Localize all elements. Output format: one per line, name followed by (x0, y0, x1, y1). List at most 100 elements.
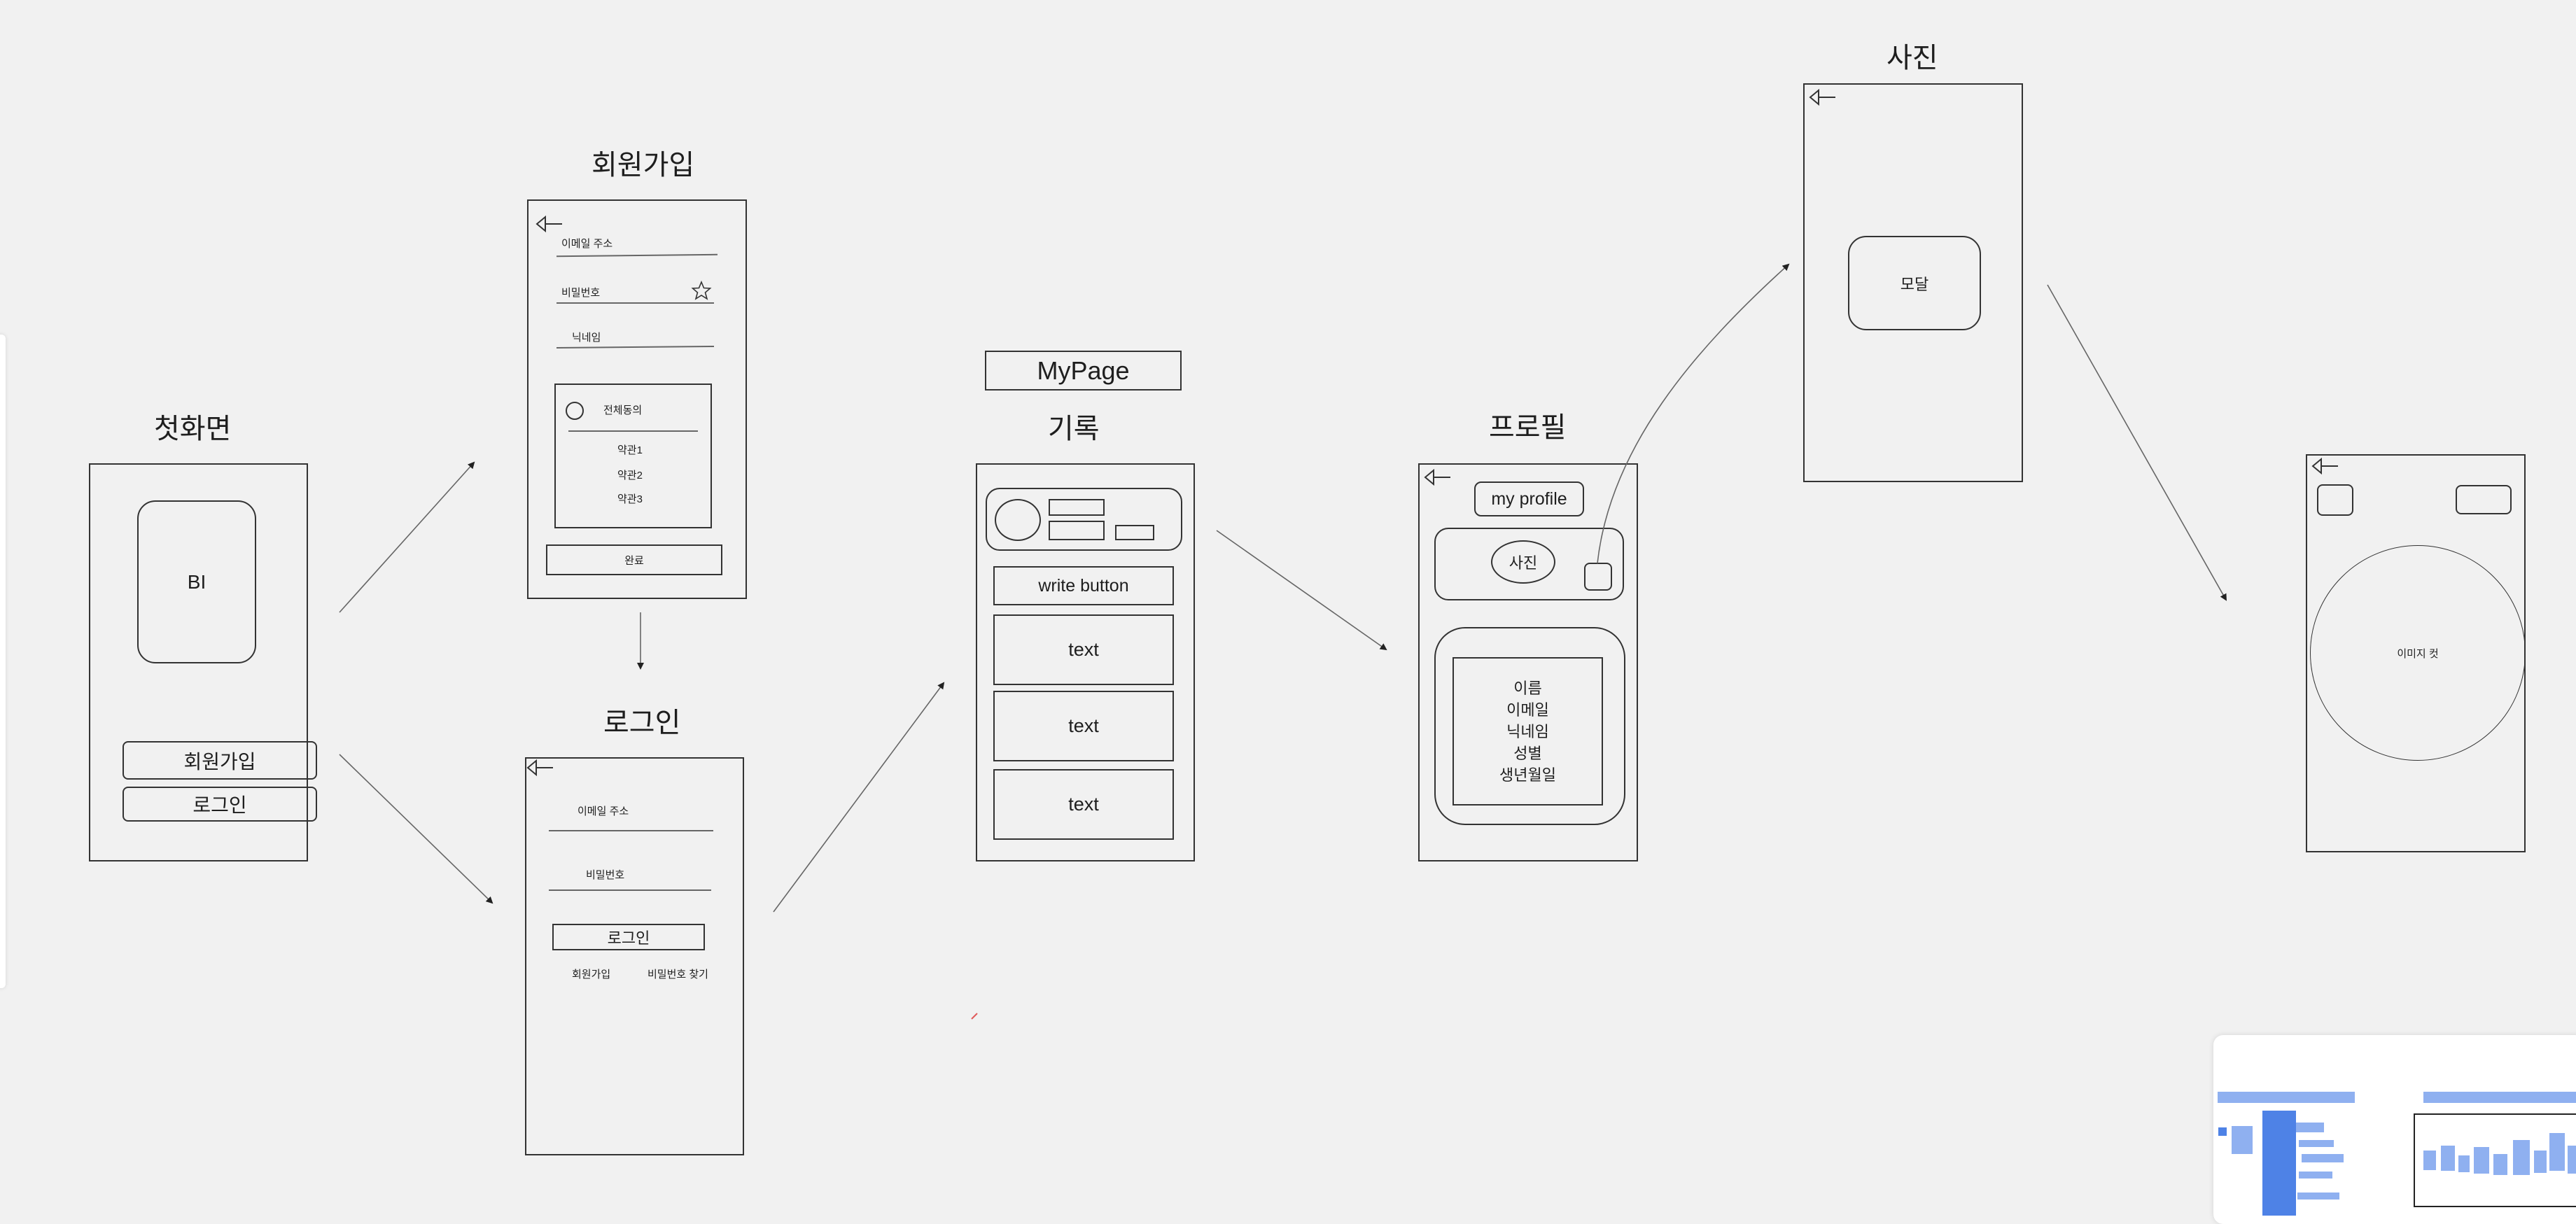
crop-screen-frame[interactable]: 이미지 컷 (2306, 454, 2526, 852)
minimap-node-2 (2232, 1126, 2253, 1154)
minimap-node-9 (2423, 1151, 2436, 1170)
info-field-nickname: 닉네임 (1506, 722, 1549, 740)
minimap-node-6 (2302, 1154, 2344, 1162)
back-arrow-icon[interactable] (1424, 468, 1452, 486)
minimap-node-8 (2297, 1193, 2339, 1200)
agree-all-label[interactable]: 전체동의 (603, 405, 643, 416)
login-submit-button[interactable]: 로그인 (552, 924, 705, 950)
find-password-link[interactable]: 비밀번호 찾기 (648, 969, 708, 980)
photo-screen-title: 사진 (1886, 43, 1938, 73)
minimap-node-17 (2568, 1146, 2576, 1174)
info-field-birthdate: 생년월일 (1499, 766, 1556, 784)
photo-screen-frame[interactable]: 모달 (1803, 83, 2023, 482)
info-field-email: 이메일 (1506, 701, 1549, 719)
profile-screen-title: 프로필 (1489, 412, 1567, 443)
bi-logo-box[interactable]: BI (137, 500, 256, 663)
first-screen-title: 첫화면 (154, 414, 232, 444)
signup-done-button[interactable]: 완료 (546, 544, 722, 575)
signup-nickname-label: 닉네임 (572, 332, 601, 344)
profile-photo-label: 사진 (1508, 554, 1538, 572)
minimap-node-10 (2441, 1146, 2455, 1171)
my-profile-label: my profile (1491, 488, 1567, 509)
record-item-1[interactable]: text (993, 614, 1174, 685)
arrow-record-to-profile[interactable] (1216, 530, 1387, 651)
back-arrow-icon[interactable] (1809, 88, 1837, 106)
photo-modal[interactable]: 모달 (1848, 236, 1981, 330)
write-button[interactable]: write button (993, 566, 1174, 605)
record-screen-title: 기록 (1048, 414, 1100, 444)
record-item-2[interactable]: text (993, 691, 1174, 761)
minimap-panel[interactable] (2213, 1035, 2576, 1224)
first-screen-frame[interactable]: BI 회원가입 로그인 (89, 463, 317, 861)
login-screen-frame[interactable]: 이메일 주소 비밀번호 로그인 회원가입 비밀번호 찾기 (525, 757, 744, 1155)
record-profile-card[interactable] (986, 488, 1182, 551)
profile-photo-oval[interactable]: 사진 (1491, 540, 1555, 584)
minimap-band-1 (2218, 1092, 2355, 1103)
crop-confirm-button[interactable] (2456, 485, 2512, 514)
record-item-3[interactable]: text (993, 769, 1174, 840)
signup-screen-frame[interactable]: 이메일 주소 비밀번호 닉네임 전체동의 약관1 약관2 약관3 완료 (527, 199, 747, 599)
first-signup-button[interactable]: 회원가입 (122, 741, 317, 780)
my-profile-button[interactable]: my profile (1474, 481, 1584, 516)
login-password-underline[interactable] (549, 889, 711, 891)
profile-info-placeholder-2 (1049, 521, 1105, 540)
signup-email-label: 이메일 주소 (561, 238, 613, 250)
signup-screen-title: 회원가입 (592, 150, 695, 181)
star-icon[interactable] (691, 281, 712, 300)
signup-password-label: 비밀번호 (561, 287, 601, 299)
left-side-panel[interactable] (0, 335, 6, 988)
first-login-label: 로그인 (192, 794, 247, 816)
terms-item-2[interactable]: 약관2 (617, 470, 643, 481)
back-arrow-icon[interactable] (536, 215, 564, 233)
photo-edit-button[interactable] (1584, 563, 1612, 591)
login-email-label: 이메일 주소 (578, 806, 629, 817)
write-button-label: write button (1038, 575, 1129, 596)
profile-photo-card[interactable]: 사진 (1434, 528, 1624, 600)
record-item-text: text (1068, 639, 1099, 660)
signup-done-label: 완료 (624, 554, 644, 567)
crop-label: 이미지 컷 (2397, 647, 2439, 660)
first-login-button[interactable]: 로그인 (122, 787, 317, 822)
back-arrow-icon[interactable] (526, 759, 554, 777)
record-item-text: text (1068, 794, 1099, 815)
bi-logo-text: BI (187, 570, 206, 593)
record-screen-frame[interactable]: write button text text text (976, 463, 1195, 861)
minimap-node-12 (2474, 1147, 2489, 1174)
minimap-node-3 (2262, 1111, 2296, 1216)
avatar (995, 499, 1041, 541)
minimap-band-2 (2423, 1092, 2576, 1103)
minimap-node-4 (2296, 1123, 2324, 1132)
signup-nickname-underline[interactable] (556, 346, 715, 349)
info-field-gender: 성별 (1513, 744, 1542, 762)
profile-info-card: 이름 이메일 닉네임 성별 생년월일 (1434, 627, 1625, 825)
record-item-text: text (1068, 715, 1099, 736)
radio-circle-icon[interactable] (566, 402, 584, 420)
profile-screen-frame[interactable]: my profile 사진 이름 이메일 닉네임 성별 생년월일 (1418, 463, 1638, 861)
minimap-node-16 (2549, 1133, 2565, 1171)
minimap-node-7 (2299, 1172, 2332, 1179)
photo-modal-label: 모달 (1900, 275, 1929, 293)
mypage-label-box[interactable]: MyPage (985, 351, 1182, 391)
terms-item-1[interactable]: 약관1 (617, 444, 643, 456)
login-screen-title: 로그인 (603, 708, 681, 738)
arrow-photo-to-crop[interactable] (2047, 284, 2227, 601)
login-signup-link[interactable]: 회원가입 (572, 969, 611, 980)
minimap-viewport[interactable] (2414, 1113, 2576, 1207)
back-arrow-icon[interactable] (2311, 457, 2339, 475)
profile-info-placeholder-3 (1115, 525, 1154, 540)
login-email-underline[interactable] (549, 830, 713, 831)
crop-circle-area[interactable]: 이미지 컷 (2310, 545, 2526, 761)
arrow-first-to-signup[interactable] (339, 461, 475, 613)
signup-email-underline[interactable] (556, 253, 718, 258)
crop-cancel-button[interactable] (2317, 484, 2353, 516)
login-password-label: 비밀번호 (586, 869, 625, 881)
minimap-node-15 (2534, 1151, 2547, 1173)
terms-item-3[interactable]: 약관3 (617, 493, 643, 505)
info-field-name: 이름 (1513, 679, 1542, 697)
arrow-first-to-login[interactable] (339, 754, 493, 904)
terms-agreement-box: 전체동의 약관1 약관2 약관3 (554, 384, 712, 528)
signup-password-underline[interactable] (556, 302, 714, 304)
arrow-login-to-record[interactable] (773, 682, 945, 913)
